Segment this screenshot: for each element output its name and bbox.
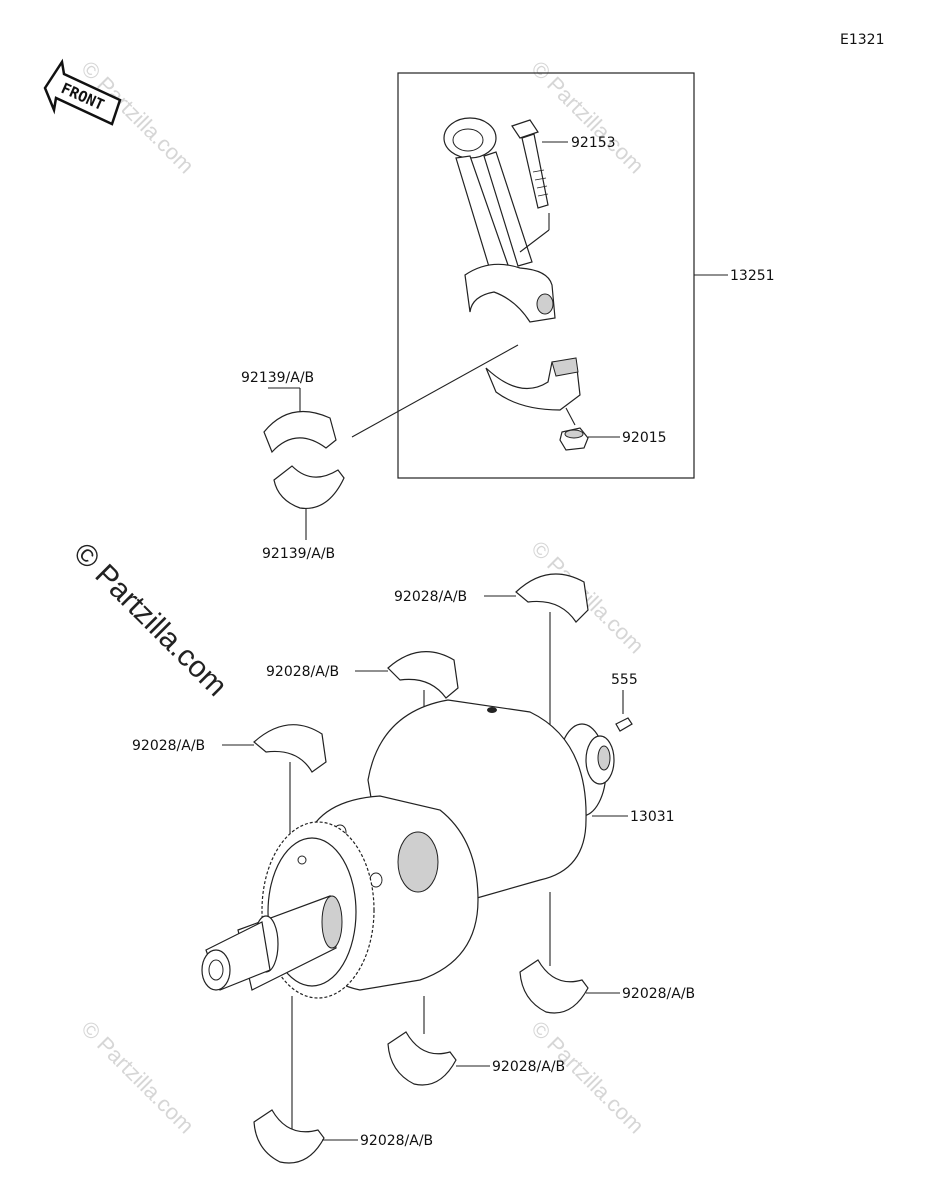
diagram-code: E1321 <box>840 32 884 48</box>
label-main-bearing-6: 92028/A/B <box>360 1133 433 1149</box>
main-bearing-upper-2 <box>387 651 459 699</box>
connecting-rod <box>443 117 556 323</box>
label-rod-bearing-lower: 92139/A/B <box>262 546 335 562</box>
watermark: © Partzilla.com <box>76 1016 199 1139</box>
rod-bearing-lower <box>273 465 345 510</box>
label-nut: 92015 <box>622 430 667 446</box>
main-bearing-upper-1 <box>515 573 589 623</box>
watermark: © Partzilla.com <box>526 1016 649 1139</box>
label-main-bearing-1: 92028/A/B <box>394 589 467 605</box>
label-rod-assembly: 13251 <box>730 268 775 284</box>
watermark-main: © Partzilla.com <box>67 537 233 703</box>
label-main-bearing-5: 92028/A/B <box>492 1059 565 1075</box>
main-bearing-upper-3 <box>253 724 327 773</box>
label-main-bearing-2: 92028/A/B <box>266 664 339 680</box>
front-arrow-icon: FRONT <box>43 58 122 126</box>
rod-cap <box>485 357 581 411</box>
label-pin: 555 <box>611 672 638 688</box>
main-bearing-lower-4 <box>519 959 589 1014</box>
main-bearing-lower-5 <box>387 1031 457 1086</box>
label-crankshaft: 13031 <box>630 809 675 825</box>
label-bolt: 92153 <box>571 135 616 151</box>
nut-icon <box>559 427 589 451</box>
crankshaft <box>201 699 615 999</box>
main-bearing-lower-6 <box>253 1109 325 1164</box>
watermark: © Partzilla.com <box>526 56 649 179</box>
label-main-bearing-4: 92028/A/B <box>622 986 695 1002</box>
pin-icon <box>615 717 633 732</box>
bolt-icon <box>511 119 549 209</box>
rod-bearing-upper <box>263 410 337 454</box>
label-main-bearing-3: 92028/A/B <box>132 738 205 754</box>
label-rod-bearing-upper: 92139/A/B <box>241 370 314 386</box>
